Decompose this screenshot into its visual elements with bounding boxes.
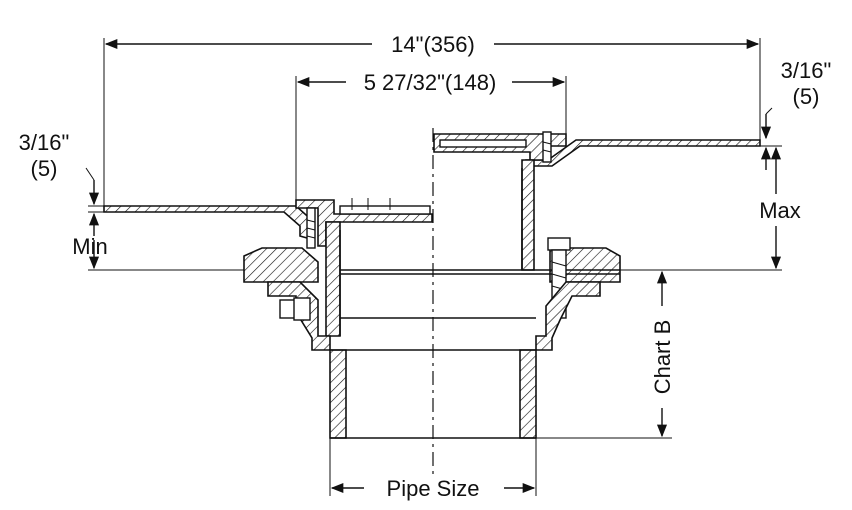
bolt-head — [547, 237, 571, 251]
right-thickness-label-2: (5) — [793, 84, 820, 109]
bolt-thread-2 — [551, 273, 567, 279]
chart-label: Chart B — [650, 320, 675, 395]
right-screw — [542, 131, 552, 163]
right-thickness-leader — [765, 107, 773, 115]
grate-width-label: 5 27/32"(148) — [364, 70, 497, 95]
max-label: Max — [759, 198, 801, 223]
right-grate-slot — [439, 139, 527, 148]
left-grate-slot — [339, 205, 431, 215]
right-sleeve-wall — [521, 159, 535, 271]
left-thickness-leader — [85, 167, 95, 181]
body-right-wall — [535, 281, 601, 351]
body-flange-left — [243, 247, 319, 283]
pipe-size-label: Pipe Size — [387, 476, 480, 501]
left-flange — [103, 205, 315, 242]
left-sleeve-wall — [325, 221, 341, 337]
right-screw-thread-2 — [542, 149, 552, 153]
side-plug-cap — [293, 297, 311, 321]
outlet-right-wall — [519, 349, 537, 439]
left-screw-thread — [306, 219, 316, 223]
overall-width-label-bg — [372, 30, 494, 58]
right-screw-thread — [542, 141, 552, 145]
left-thickness-label-1: 3/16" — [19, 130, 70, 155]
left-screw-thread-3 — [306, 235, 316, 239]
outlet-left-wall — [329, 349, 347, 439]
left-thickness-label-2: (5) — [31, 156, 58, 181]
right-thickness-label-1: 3/16" — [781, 58, 832, 83]
overall-width-label: 14"(356) — [391, 32, 475, 57]
min-label: Min — [72, 234, 107, 259]
bolt-thread — [551, 261, 567, 267]
grate-width-label-bg — [346, 68, 512, 96]
left-screw-thread-2 — [306, 227, 316, 231]
